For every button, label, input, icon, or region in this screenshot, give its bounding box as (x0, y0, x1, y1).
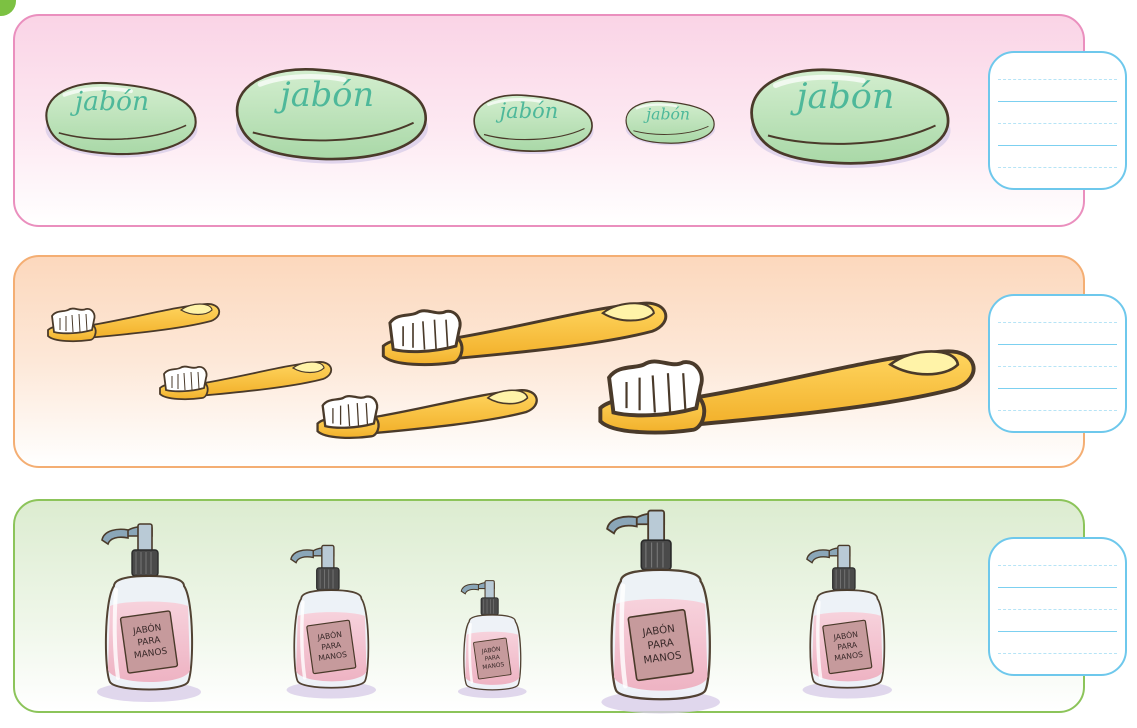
bottle-5: JABÓN PARA MANOS (800, 543, 894, 701)
guide-line-dashed (998, 167, 1117, 168)
soap-3: jabón (472, 93, 595, 156)
answer-box-toothbrushes[interactable] (988, 294, 1127, 433)
soap-5: jabón (751, 70, 951, 168)
soap-5-label: jabón (790, 77, 895, 117)
toothbrush-4 (316, 389, 538, 440)
guide-line-dashed (998, 609, 1117, 610)
guide-line-dashed (998, 410, 1117, 411)
guide-line-dashed (998, 322, 1117, 323)
guide-line-solid (998, 344, 1117, 345)
bottle-4: JABÓN PARA MANOS (601, 511, 720, 714)
bottle-3-line-3: MANOS (482, 661, 505, 671)
bottle-2-line-3: MANOS (318, 650, 348, 663)
guide-line-dashed (998, 565, 1117, 566)
answer-box-bottles[interactable] (988, 537, 1127, 676)
bottle-2-line-1: JABÓN (316, 630, 343, 642)
guide-line-dashed (998, 123, 1117, 124)
bottle-4-line-1: JABÓN (641, 622, 676, 640)
soap-row: jabón jabón jabón jabón jabón (43, 69, 951, 168)
bottle-4-line-2: PARA (647, 637, 675, 653)
bottle-3-line-2: PARA (484, 654, 501, 663)
bottle-1: JABÓN PARA MANOS (95, 522, 203, 704)
guide-line-solid (998, 101, 1117, 102)
toothbrush-row (47, 301, 976, 440)
guide-line-dashed (998, 79, 1117, 80)
soap-4: jabón (624, 100, 717, 147)
bottle-5-line-1: JABÓN (832, 630, 859, 642)
bottle-2: JABÓN PARA MANOS (284, 543, 378, 701)
bottle-1-line-2: PARA (137, 635, 162, 648)
soap-2: jabón (236, 69, 428, 163)
toothbrush-3 (159, 361, 333, 401)
soap-1-label: jabón (70, 86, 149, 117)
hand-soap-row: JABÓN PARA MANOS JABÓN PARA MANOS JABÓN … (95, 511, 894, 714)
hand-soap-panel (13, 499, 1085, 713)
bottle-2-line-2: PARA (321, 640, 343, 652)
soap-1: jabón (43, 81, 200, 160)
soap-2-label: jabón (273, 75, 374, 114)
guide-line-dashed (998, 366, 1117, 367)
guide-line-solid (998, 145, 1117, 146)
guide-line-dashed (998, 653, 1117, 654)
soap-3-label: jabón (496, 99, 559, 123)
toothbrush-1 (47, 303, 221, 343)
guide-line-solid (998, 587, 1117, 588)
bottle-3-line-1: JABÓN (480, 646, 501, 656)
answer-box-soaps[interactable] (988, 51, 1127, 190)
bottle-3: JABÓN PARA MANOS (456, 579, 528, 700)
bottle-5-line-3: MANOS (834, 650, 864, 663)
bottle-4-line-3: MANOS (643, 649, 682, 666)
toothbrush-2 (381, 301, 668, 367)
bottle-5-line-2: PARA (837, 640, 859, 652)
soap-4-label: jabón (643, 105, 690, 124)
guide-line-solid (998, 388, 1117, 389)
bottle-1-line-3: MANOS (133, 647, 168, 662)
toothbrush-5 (598, 349, 976, 435)
guide-line-solid (998, 631, 1117, 632)
